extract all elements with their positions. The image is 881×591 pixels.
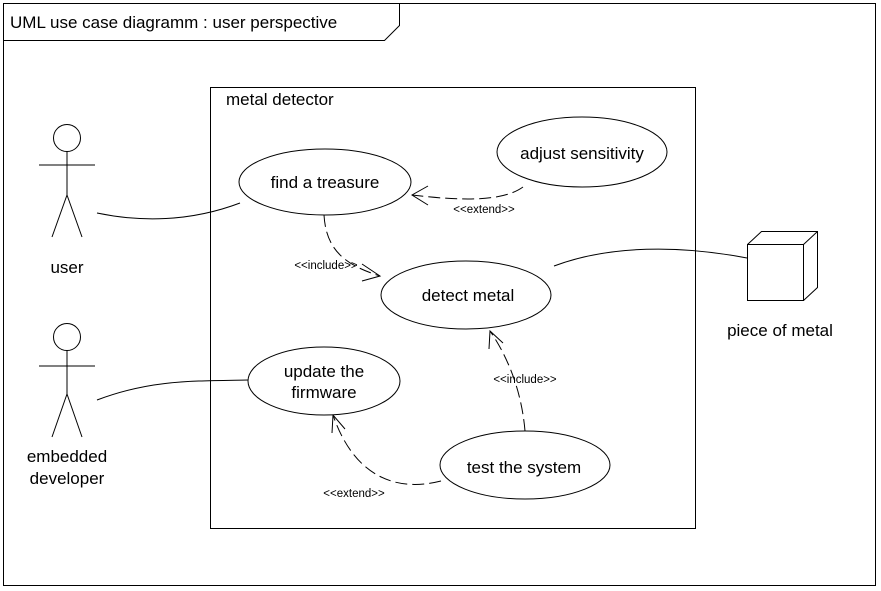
actor-developer-label-line1: embedded — [27, 447, 107, 466]
association-detect-metal-piece-of-metal — [553, 248, 748, 267]
diagram-frame — [3, 3, 876, 586]
use-case-adjust-sensitivity-label: adjust sensitivity — [520, 144, 644, 163]
dependency-include-detect-metal — [323, 214, 381, 277]
actor-embedded-developer — [39, 323, 95, 438]
system-name: metal detector — [226, 90, 334, 109]
arrowhead-extend-sensitivity — [411, 185, 429, 206]
actor-user — [39, 124, 95, 238]
use-case-adjust-sensitivity: adjust sensitivity — [496, 116, 668, 188]
dependency-include-test-detect — [489, 330, 526, 432]
label-extend-firmware: <<extend>> — [323, 488, 385, 500]
use-case-find-treasure: find a treasure — [238, 148, 412, 216]
use-case-detect-metal: detect metal — [380, 260, 552, 330]
use-case-find-treasure-label: find a treasure — [271, 173, 380, 192]
use-case-test-system: test the system — [439, 430, 611, 500]
frame-title-tab — [3, 3, 400, 41]
label-include-test: <<include>> — [493, 374, 557, 386]
association-developer-update-firmware — [96, 379, 249, 401]
node-label: piece of metal — [727, 321, 833, 340]
association-user-find-treasure — [96, 202, 241, 220]
use-case-detect-metal-label: detect metal — [422, 286, 515, 305]
actor-developer-label-line2: developer — [30, 469, 105, 488]
arrowhead-include-detect — [361, 263, 382, 282]
dependency-extend-sensitivity — [411, 186, 524, 200]
label-include-detect: <<include>> — [294, 260, 358, 272]
dependency-extend-firmware — [332, 414, 442, 485]
actor-user-label: user — [50, 258, 83, 277]
label-extend-sensitivity: <<extend>> — [453, 204, 515, 216]
use-case-update-firmware-label-line1: update the — [284, 362, 364, 381]
arrowhead-include-test — [488, 329, 504, 350]
system-boundary — [210, 87, 696, 529]
diagram-title: UML use case diagramm : user perspective — [10, 13, 337, 32]
use-case-test-system-label: test the system — [467, 458, 581, 477]
node-piece-of-metal — [747, 231, 818, 301]
use-case-update-firmware: update the firmware — [247, 346, 401, 416]
use-case-update-firmware-label-line2: firmware — [291, 383, 356, 402]
